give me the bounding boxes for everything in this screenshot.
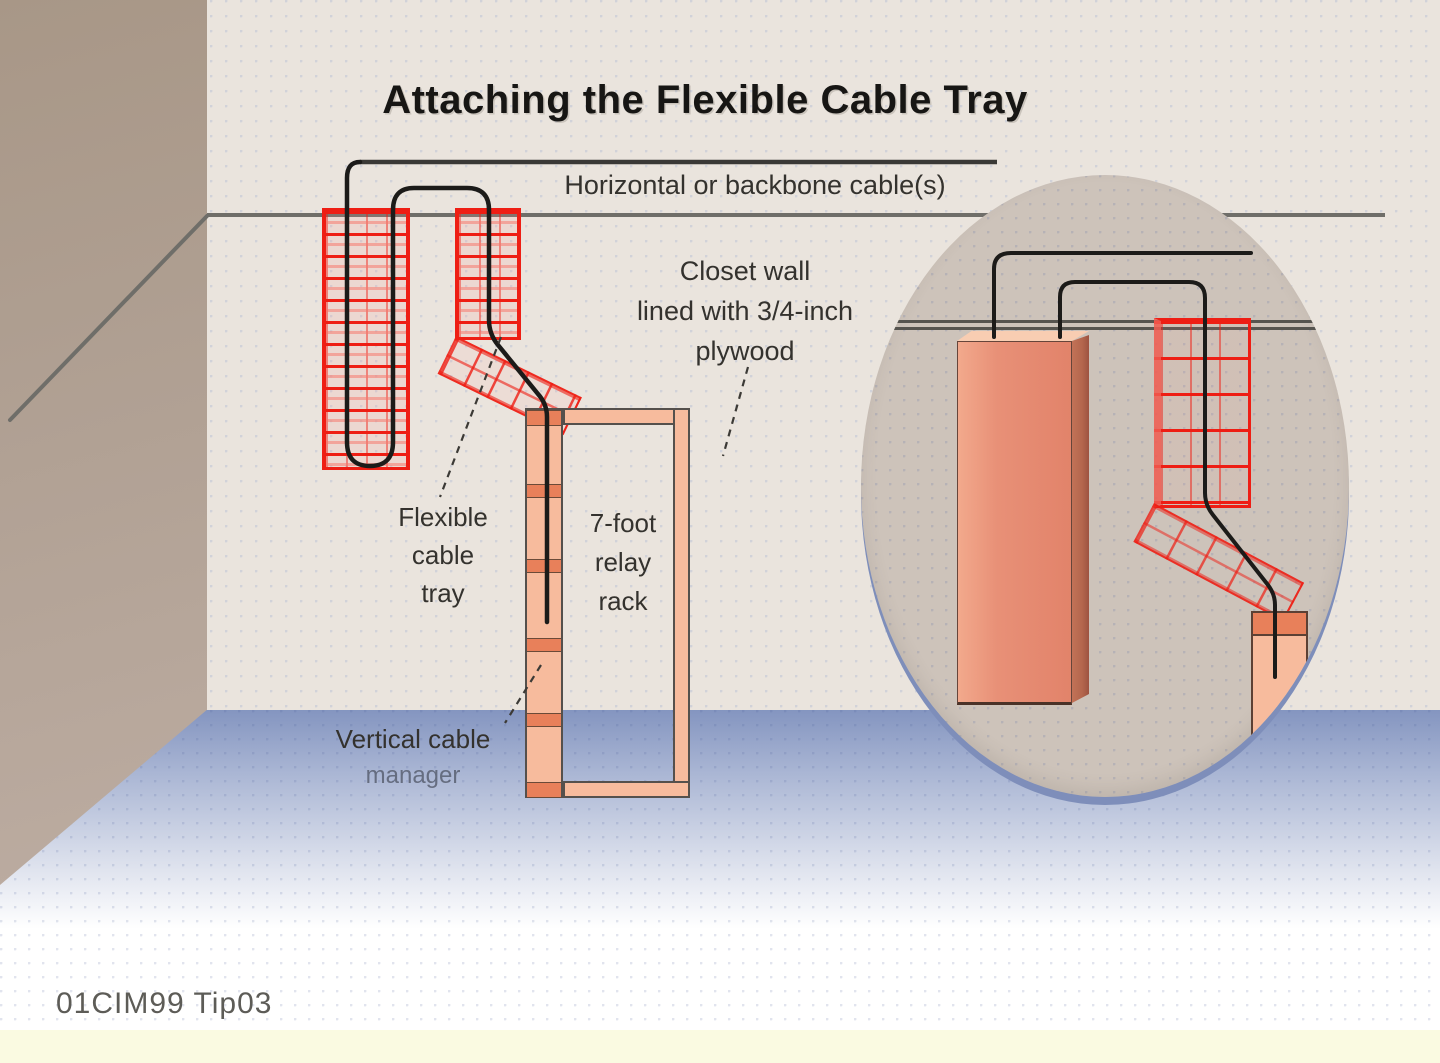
footer-code: 01CIM99 Tip03 <box>56 987 273 1020</box>
leader-flexible-tray <box>438 336 503 498</box>
vertical-cable-manager <box>525 408 563 798</box>
inset-manager-body <box>1251 636 1308 754</box>
leader-vertical-manager <box>504 664 542 724</box>
closet-wall-label-line3: plywood <box>695 336 795 366</box>
relay-rack-label-line3: rack <box>598 586 648 616</box>
manager-ring <box>527 638 561 652</box>
flexible-tray-label-line1: Flexible <box>398 502 488 532</box>
page-title: Attaching the Flexible Cable Tray <box>382 78 1028 122</box>
backbone-cable-label: Horizontal or backbone cable(s) <box>564 170 946 200</box>
vertical-manager-label: Vertical cable manager <box>308 724 518 790</box>
vertical-manager-label-line1: Vertical cable <box>335 724 491 754</box>
wall-corner-line <box>8 214 209 422</box>
closet-wall-label-line2: lined with 3/4-inch <box>636 296 854 326</box>
inset-manager-top-band <box>1251 611 1308 636</box>
relay-rack-label-line1: 7-foot <box>589 508 657 538</box>
relay-rack-label-line2: relay <box>594 547 652 577</box>
relay-rack-label: 7-foot relay rack <box>558 504 688 621</box>
relay-rack-bottom-bar <box>563 781 690 798</box>
closet-wall-label-line1: Closet wall <box>679 256 811 286</box>
vertical-manager-label-line2: manager <box>365 762 461 789</box>
manager-ring <box>527 410 561 426</box>
inset-wall-line <box>861 320 1349 323</box>
bottom-cream-strip <box>0 1030 1440 1063</box>
manager-ring <box>527 782 561 798</box>
closet-wall-label: Closet wall lined with 3/4-inch plywood <box>590 251 900 371</box>
inset-panel-top-face <box>957 331 1089 341</box>
flexible-tray-label-line3: tray <box>421 578 465 608</box>
leader-closet-wall <box>721 366 750 457</box>
inset-panel-front-face <box>957 341 1072 705</box>
zoom-inset-bubble <box>861 175 1349 797</box>
inset-wall-line <box>861 327 1349 330</box>
inset-backboard-panel <box>957 331 1089 705</box>
inset-panel-side-face <box>1072 335 1089 703</box>
flexible-tray-label: Flexible cable tray <box>358 498 528 612</box>
inset-cable-overlay <box>992 251 1277 679</box>
manager-ring <box>527 713 561 727</box>
manager-ring <box>527 484 561 498</box>
cable-path-main <box>344 159 550 625</box>
inset-cable-b <box>1058 280 1277 679</box>
inset-cable-a <box>992 251 1253 339</box>
manager-ring <box>527 559 561 573</box>
flexible-tray-label-line2: cable <box>411 540 475 570</box>
left-wall <box>0 0 207 885</box>
